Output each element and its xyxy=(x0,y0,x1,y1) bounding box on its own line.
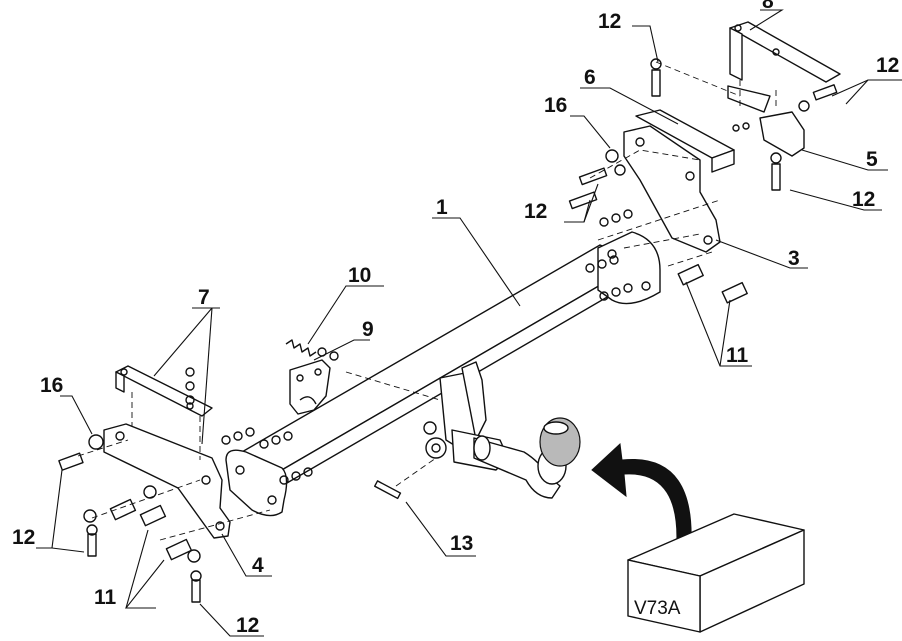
callout-12-topright: 12 xyxy=(876,54,899,77)
assembly-dashed-lines xyxy=(77,61,777,541)
callout-6: 6 xyxy=(584,66,596,89)
socket-bracket-part-9 xyxy=(289,359,331,415)
callout-1: 1 xyxy=(436,196,448,219)
right-strap-part-8 xyxy=(729,21,841,83)
callout-9: 9 xyxy=(362,318,374,341)
callout-12-bottom: 12 xyxy=(236,614,259,637)
callout-12-left: 12 xyxy=(12,526,35,549)
left-bracket-part-4 xyxy=(103,423,231,539)
right-bracket-part-6 xyxy=(635,109,735,173)
callout-12-midleft: 12 xyxy=(524,200,547,223)
spring-part-10 xyxy=(285,339,339,361)
callout-16-left: 16 xyxy=(40,374,63,397)
callout-11-right: 11 xyxy=(726,344,749,367)
callout-5: 5 xyxy=(866,148,878,171)
callout-12-right: 12 xyxy=(852,188,875,211)
callout-12-top: 12 xyxy=(598,10,621,33)
package-label: V73A xyxy=(634,598,681,619)
callout-leaders xyxy=(36,9,902,637)
callout-10: 10 xyxy=(348,264,371,287)
right-end-plate xyxy=(597,231,661,305)
package-box: V73A xyxy=(627,513,805,633)
callout-16-right: 16 xyxy=(544,94,567,117)
callout-11-left: 11 xyxy=(94,586,117,609)
callout-3: 3 xyxy=(788,247,800,270)
callout-4: 4 xyxy=(252,554,264,577)
callout-13: 13 xyxy=(450,532,473,555)
curved-arrow-icon xyxy=(591,442,692,559)
callout-8: 8 xyxy=(762,0,774,13)
tow-ball xyxy=(473,417,581,499)
left-strap-part-7 xyxy=(115,365,213,417)
right-bracket-part-5 xyxy=(727,85,805,157)
callout-7: 7 xyxy=(198,286,210,309)
left-end-plate xyxy=(225,449,288,517)
